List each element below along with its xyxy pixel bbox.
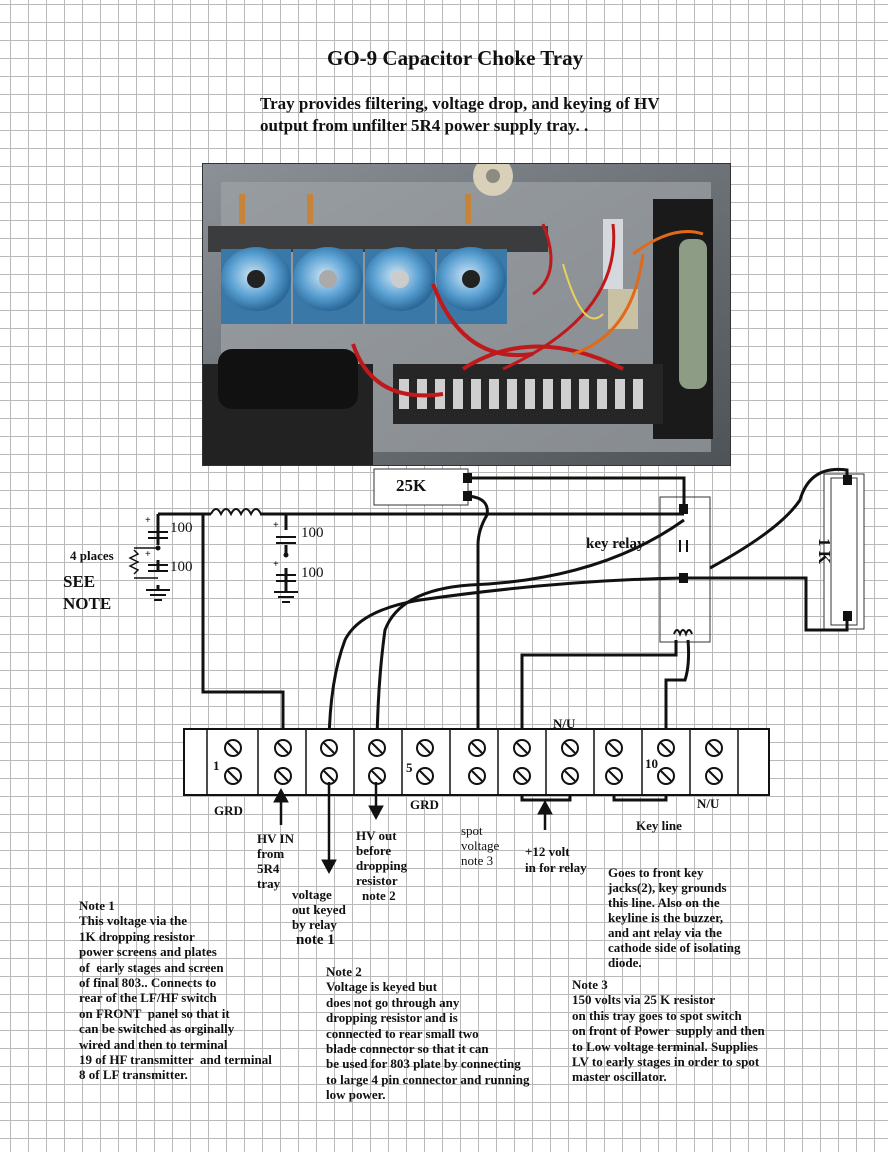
subtitle-line-2: output from unfilter 5R4 power supply tr… [260, 116, 589, 135]
svg-text:+: + [273, 559, 279, 570]
resistor-25k-box [373, 468, 469, 506]
terminal-1-label: 1 [213, 758, 220, 773]
resistor-1k-label: 1 K [815, 538, 834, 564]
note-2-line: Voltage is keyed but [326, 979, 438, 995]
see-note-label-2: NOTE [63, 594, 112, 613]
voltage-keyed-note: note 1 [296, 932, 335, 948]
front-key-line-5: and ant relay via the [608, 925, 722, 940]
note-2: Note 2 Voltage is keyed but does not go … [326, 964, 529, 1103]
svg-text:+: + [273, 520, 279, 531]
key-relay-box [659, 496, 711, 643]
svg-text:+: + [145, 549, 151, 560]
note-1-line: can be switched as orginally [79, 1021, 235, 1037]
note-1-line: of final 803.. Connects to [79, 975, 217, 991]
note-3-line: master oscillator. [572, 1069, 667, 1085]
note-2-line: does not go through any [326, 994, 460, 1010]
front-key-line-3: this line. Also on the [608, 895, 720, 910]
voltage-keyed-label-3: by relay [292, 917, 337, 932]
note-2-line: low power. [326, 1087, 386, 1103]
note-1-line: Note 1 [79, 898, 115, 913]
hv-out-label-3: dropping [356, 858, 408, 873]
note-3-line: 150 volts via 25 K resistor [572, 992, 716, 1008]
note-2-line: dropping resistor and is [326, 1010, 458, 1026]
terminal-10-label: 10 [645, 756, 658, 771]
note-1-line: of early stages and screen [79, 959, 224, 975]
note-2-line: Note 2 [326, 964, 362, 979]
terminal-5-label: 5 [406, 760, 413, 775]
hv-in-label-2: from [257, 846, 285, 861]
front-key-line-7: diode. [608, 955, 642, 970]
nu-top-label: N/U [553, 716, 576, 731]
hv-out-label-1: HV out [356, 828, 397, 843]
front-key-line-4: keyline is the buzzer, [608, 910, 724, 925]
note-1-line: wired and then to terminal [79, 1036, 228, 1052]
hv-out-note: note 2 [362, 888, 396, 903]
note-2-line: blade connector so that it can [326, 1041, 489, 1057]
cap-value-3: 100 [301, 525, 324, 541]
note-1-line: 1K dropping resistor [79, 928, 195, 944]
front-key-line-2: jacks(2), key grounds [608, 880, 727, 895]
see-note-label-1: SEE [63, 572, 96, 591]
note-2-line: connected to rear small two [326, 1025, 479, 1041]
relay-12v-label-1: +12 volt [525, 844, 570, 859]
spot-voltage-label-3: note 3 [461, 853, 494, 868]
key-line-label: Key line [636, 818, 682, 833]
tray-photo [202, 163, 731, 466]
svg-text:+: + [145, 515, 151, 526]
note-1-line: 8 of LF transmitter. [79, 1067, 188, 1083]
key-relay-label: key relay [586, 536, 645, 552]
note-1-line: This voltage via the [79, 913, 187, 929]
voltage-keyed-label-2: out keyed [292, 902, 346, 917]
subtitle-line-1: Tray provides filtering, voltage drop, a… [260, 94, 660, 113]
relay-12v-label-2: in for relay [525, 860, 587, 875]
cap-value-4: 100 [301, 565, 324, 581]
note-3-line: to Low voltage terminal. Supplies [572, 1038, 758, 1054]
hv-out-label-2: before [356, 843, 392, 858]
hv-out-label-4: resistor [356, 873, 398, 888]
voltage-keyed-label-1: voltage [292, 887, 332, 902]
spot-voltage-label-1: spot [461, 823, 483, 838]
cap-value-2: 100 [170, 559, 193, 575]
note-3-line: Note 3 [572, 977, 608, 992]
page-title: GO-9 Capacitor Choke Tray [327, 46, 584, 70]
grd-mid-label: GRD [410, 797, 439, 812]
note-3-line: LV to early stages in order to spot [572, 1054, 760, 1070]
note-1: Note 1 This voltage via the 1K dropping … [79, 898, 272, 1083]
terminal-strip [183, 728, 770, 796]
note-1-line: 19 of HF transmitter and terminal [79, 1052, 272, 1068]
front-key-line-1: Goes to front key [608, 865, 704, 880]
cap-value-1: 100 [170, 520, 193, 536]
spot-voltage-label-2: voltage [461, 838, 500, 853]
note-3-line: on this tray goes to spot switch [572, 1007, 742, 1023]
hv-in-label-3: 5R4 [257, 861, 280, 876]
note-1-line: power screens and plates [79, 944, 217, 960]
note-1-line: rear of the LF/HF switch [79, 990, 217, 1006]
nu-bottom-label: N/U [697, 796, 720, 811]
note-2-line: be used for 803 plate by connecting [326, 1056, 521, 1072]
note-3: Note 3 150 volts via 25 K resistor on th… [572, 977, 765, 1085]
hv-in-label-4: tray [257, 876, 281, 891]
four-places-label: 4 places [70, 548, 114, 563]
front-key-line-6: cathode side of isolating [608, 940, 741, 955]
grd-left-label: GRD [214, 803, 243, 818]
note-3-line: on front of Power supply and then [572, 1023, 765, 1039]
note-2-line: to large 4 pin connector and running [326, 1071, 530, 1087]
note-1-line: on FRONT panel so that it [79, 1005, 230, 1021]
resistor-25k-label: 25K [396, 476, 427, 495]
hv-in-label-1: HV IN [257, 831, 294, 846]
